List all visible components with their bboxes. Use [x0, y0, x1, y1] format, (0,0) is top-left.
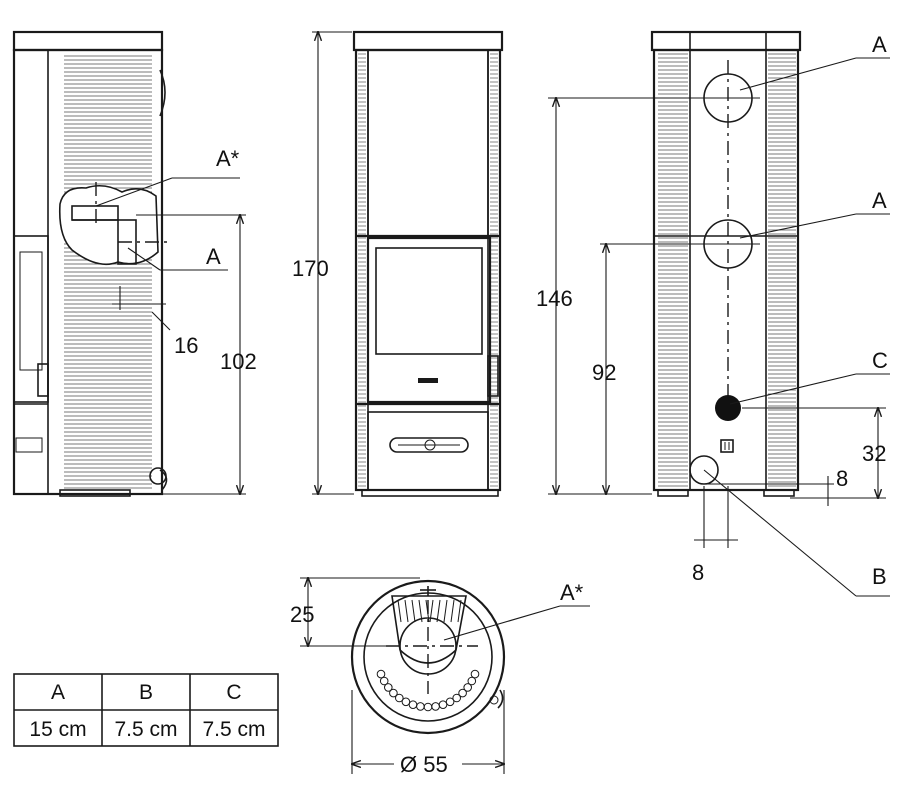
dim-rear-32: 32 [862, 441, 886, 466]
callout-a-star-side: A* [216, 146, 240, 171]
cutaway-region [58, 184, 159, 266]
dim-rear-92: 92 [592, 360, 616, 385]
legend-table: A B C 15 cm 7.5 cm 7.5 cm [13, 673, 279, 747]
dim-top-diameter: Ø 55 [400, 752, 448, 777]
rear-side-hatching [658, 53, 796, 487]
dim-front-170: 170 [292, 256, 329, 281]
table-header-b: B [139, 681, 153, 704]
callout-b-rear: B [872, 564, 887, 589]
connector-c [715, 395, 741, 421]
callout-a-rear-upper: A [872, 32, 887, 57]
dim-rear-8-vertical: 8 [836, 466, 848, 491]
table-header-c: C [226, 681, 241, 704]
side-panel-hatching [64, 55, 152, 489]
dim-top-25: 25 [290, 602, 314, 627]
callout-a-rear-lower: A [872, 188, 887, 213]
table-value-c: 7.5 cm [202, 718, 265, 741]
table-header-a: A [51, 681, 65, 704]
side-view [12, 30, 246, 497]
dim-side-102: 102 [220, 349, 257, 374]
front-view [312, 30, 504, 497]
front-side-hatching [358, 53, 498, 487]
dim-rear-8-horizontal: 8 [692, 560, 704, 585]
callout-a-side: A [206, 244, 221, 269]
table-value-b: 7.5 cm [114, 718, 177, 741]
callout-c-rear: C [872, 348, 888, 373]
dim-side-16: 16 [174, 333, 198, 358]
top-view [300, 578, 590, 774]
rear-view [548, 30, 890, 597]
dim-rear-146: 146 [536, 286, 573, 311]
top-vent-holes [376, 669, 480, 712]
callout-a-star-top: A* [560, 580, 584, 605]
table-value-a: 15 cm [29, 718, 86, 741]
door-handle-slot [418, 378, 438, 383]
